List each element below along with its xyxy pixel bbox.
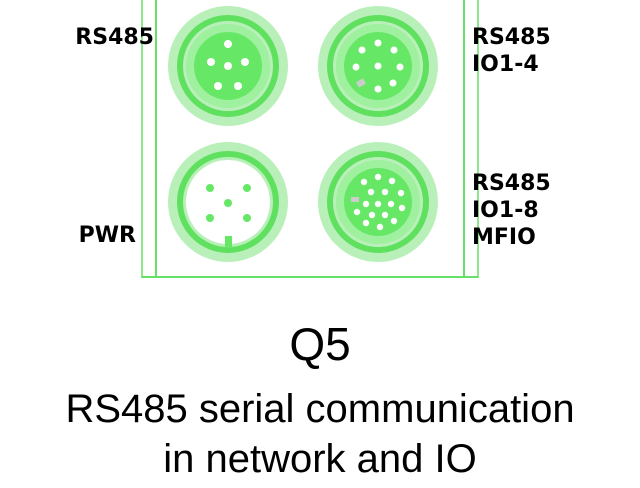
pin — [241, 58, 249, 66]
pin — [353, 208, 361, 216]
pin — [214, 82, 222, 90]
pin — [398, 204, 406, 212]
pin — [362, 200, 370, 208]
model-title: Q5 — [289, 318, 351, 370]
pin — [381, 211, 389, 219]
pin — [224, 62, 232, 70]
pin — [397, 189, 405, 197]
coding-key — [225, 236, 232, 248]
pin — [374, 85, 382, 93]
rs485-io1-8-mfio-label-line3: MFIO — [472, 225, 536, 250]
pin — [374, 39, 382, 47]
pin — [358, 46, 366, 54]
pin — [207, 58, 215, 66]
rs485-io1-8-mfio-label: RS485 IO1-8 MFIO — [472, 170, 551, 251]
pin — [206, 214, 214, 222]
rs485-io1-8-mfio-label-line2: IO1-8 — [472, 198, 539, 223]
m12-5pin-connector-icon — [168, 6, 288, 126]
m12-8pin-connector-icon — [318, 6, 438, 126]
pwr-connector — [168, 142, 288, 262]
coding-key — [351, 197, 359, 202]
pin — [376, 223, 384, 231]
pin — [389, 79, 397, 87]
pin — [360, 178, 368, 186]
pin — [381, 188, 389, 196]
pin — [390, 217, 398, 225]
caption-line-1: RS485 serial communication — [65, 387, 575, 431]
pin — [243, 184, 251, 192]
pin — [224, 199, 232, 207]
pin — [388, 177, 396, 185]
rs485-io1-8-mfio-connector — [318, 142, 438, 262]
m12-power-connector-icon — [168, 142, 288, 262]
rs485-io1-8-mfio-label-line1: RS485 — [472, 171, 551, 196]
pin — [368, 211, 376, 219]
pin — [224, 40, 232, 48]
rs485-label: RS485 — [40, 24, 154, 51]
pin — [206, 184, 214, 192]
rs485-io1-4-label: RS485 IO1-4 — [472, 24, 551, 78]
rs485-label-line: RS485 — [75, 25, 154, 50]
pwr-label-line: PWR — [78, 223, 136, 248]
pin — [387, 200, 395, 208]
coding-key — [356, 78, 366, 88]
pin — [234, 82, 242, 90]
pin — [374, 62, 382, 70]
pin — [243, 214, 251, 222]
device-housing-outline — [141, 0, 479, 278]
pin — [367, 188, 375, 196]
pin — [374, 200, 382, 208]
rs485-io1-4-connector — [318, 6, 438, 126]
pin — [374, 173, 382, 181]
pin — [362, 219, 370, 227]
rs485-io1-4-label-line1: RS485 — [472, 25, 551, 50]
pin — [396, 63, 404, 71]
rs485-io1-4-label-line2: IO1-4 — [472, 52, 539, 77]
pwr-label: PWR — [40, 222, 136, 249]
pin — [390, 46, 398, 54]
rs485-connector — [168, 6, 288, 126]
pin — [352, 63, 360, 71]
caption-line-2: in network and IO — [163, 437, 477, 481]
m12-17pin-connector-icon — [318, 142, 438, 262]
